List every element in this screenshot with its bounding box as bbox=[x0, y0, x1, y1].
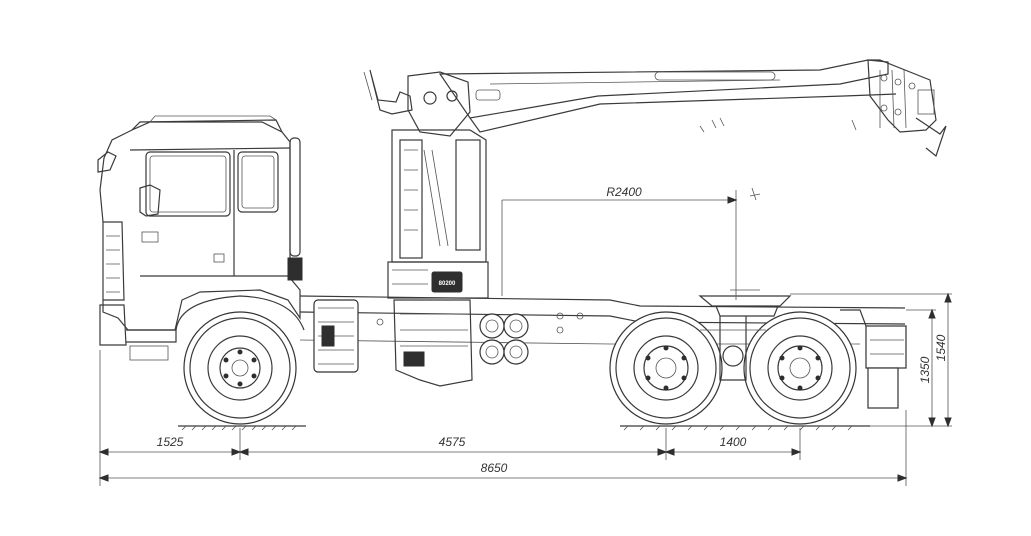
dimension-lines bbox=[98, 187, 952, 486]
rear-wheel-2 bbox=[743, 311, 857, 425]
crane: 80200 bbox=[363, 59, 947, 299]
dim-height-fifth-wheel: 1540 bbox=[934, 334, 948, 361]
crane-label: 80200 bbox=[439, 281, 456, 287]
rear-wheel-1 bbox=[609, 311, 723, 425]
dim-height-frame: 1350 bbox=[918, 356, 932, 383]
fifth-wheel bbox=[698, 289, 792, 317]
front-wheel bbox=[175, 295, 305, 425]
dim-overall-length: 8650 bbox=[481, 461, 508, 475]
ground-lines bbox=[178, 425, 870, 431]
dim-wheelbase-1: 4575 bbox=[439, 435, 466, 449]
rear-suspension bbox=[700, 316, 766, 381]
dimension-labels: 1525 4575 1400 8650 R2400 1350 1540 bbox=[157, 185, 948, 475]
dim-wheelbase-2: 1400 bbox=[720, 435, 747, 449]
dim-radius: R2400 bbox=[606, 185, 642, 199]
dim-front-overhang: 1525 bbox=[157, 435, 184, 449]
cab bbox=[97, 115, 303, 361]
